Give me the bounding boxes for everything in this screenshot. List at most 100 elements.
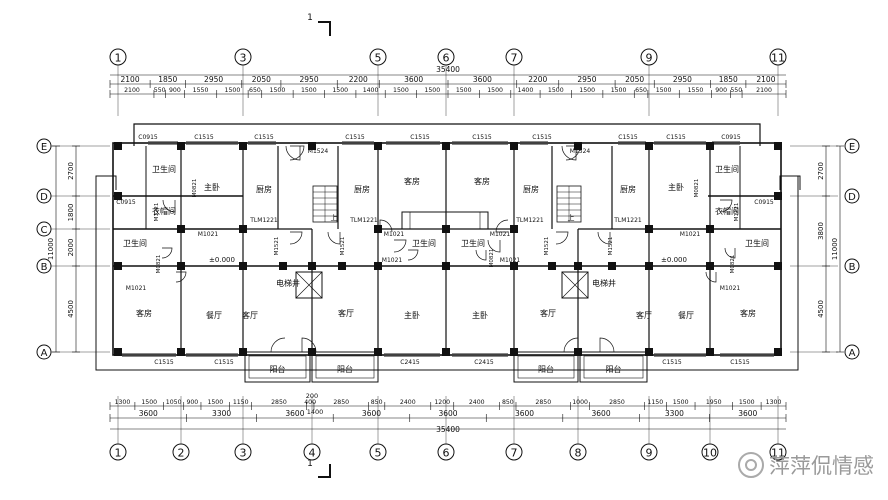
dim-top-row2: 650 (635, 87, 647, 94)
balcony-inner (517, 355, 575, 379)
dim-top-row2: 1400 (363, 87, 379, 94)
structural-column (442, 262, 450, 270)
dim-top-row2: 550 (154, 87, 166, 94)
structural-column (177, 348, 185, 356)
dim-bottom-row1: 1500 (739, 399, 755, 406)
structural-column (774, 142, 782, 150)
opening-code-vertical: M1521 (274, 237, 280, 256)
dim-top-row2: 1550 (688, 87, 704, 94)
opening-code: C1515 (618, 134, 638, 141)
structural-column (177, 225, 185, 233)
opening-code: C1515 (254, 134, 274, 141)
room-label: 客房 (136, 308, 152, 318)
axis-label-bottom: 4 (309, 447, 316, 460)
axis-bubble-top (769, 48, 787, 66)
stair-up-label: 上 (568, 213, 575, 222)
dim-right: 2700 (817, 162, 825, 180)
opening-code: M1524 (570, 148, 591, 155)
room-label: 卫生间 (745, 238, 769, 248)
opening-code: TLM1221 (515, 217, 544, 224)
room-label: 厨房 (256, 184, 272, 194)
opening-code: M1021 (384, 231, 405, 238)
dim-bottom-row1: 900 (186, 399, 198, 406)
opening-code: C1515 (345, 134, 365, 141)
axis-bubble-bottom (569, 443, 587, 461)
axis-bubble-bottom (437, 443, 455, 461)
axis-label-bottom: 6 (443, 447, 450, 460)
structural-column (645, 348, 653, 356)
dim-bottom-row1: 2850 (271, 399, 287, 406)
opening-code: M1021 (500, 257, 521, 264)
dim-bottom-row2: 3300 (665, 409, 684, 418)
structural-column (608, 262, 616, 270)
room-label: 衣帽间 (715, 206, 739, 216)
dim-top-row1: 1850 (719, 75, 738, 84)
bay-right (779, 175, 801, 190)
room-label: 客厅 (338, 308, 354, 318)
structural-column (510, 142, 518, 150)
dim-bottom-row1: 2400 (469, 399, 485, 406)
section-mark-bottom: 1 (307, 459, 313, 469)
structural-column (548, 262, 556, 270)
dim-bottom-mid: 200 (306, 392, 318, 400)
dim-left: 4500 (67, 300, 75, 318)
entrance-frame (401, 211, 489, 229)
opening-code: M1021 (680, 231, 701, 238)
dim-top-row1: 1850 (158, 75, 177, 84)
axis-label-top: 3 (240, 52, 247, 65)
balcony-inner (248, 355, 307, 379)
axis-label-left: E (41, 142, 47, 153)
structural-column (374, 225, 382, 233)
opening-code: C1515 (666, 134, 686, 141)
dim-top-row2: 1500 (225, 87, 241, 94)
structural-column (239, 348, 247, 356)
structural-column (239, 225, 247, 233)
opening-code-vertical: M1521 (544, 237, 550, 256)
dim-top-row2: 1500 (487, 87, 503, 94)
door-swing (301, 337, 317, 353)
dim-bottom-row1: 400 (304, 399, 316, 406)
door-swing (563, 337, 579, 353)
opening-code: C1515 (154, 359, 174, 366)
balcony-inner (315, 355, 375, 379)
dim-right: 3800 (817, 222, 825, 240)
axis-label-left: D (40, 192, 48, 203)
door-swing (379, 219, 393, 233)
dim-left: 2700 (67, 162, 75, 180)
structural-column (774, 348, 782, 356)
elevator-shaft-left (295, 271, 323, 299)
structural-column (279, 262, 287, 270)
opening-code: M1021 (382, 257, 403, 264)
axis-label-left: B (41, 262, 48, 273)
dim-bottom-row1: 1000 (572, 399, 588, 406)
axis-bubble-bottom (505, 443, 523, 461)
opening-code-vertical: M1221 (154, 203, 160, 222)
dim-top-row2: 1500 (424, 87, 440, 94)
structural-column (374, 142, 382, 150)
dim-right-total: 11000 (831, 238, 839, 260)
axis-bubble-left (36, 221, 52, 237)
dim-top-row2: 1500 (656, 87, 672, 94)
room-label: 主卧 (472, 310, 488, 320)
watermark-text: 萍萍侃情感 (769, 454, 874, 478)
structural-column (338, 262, 346, 270)
dim-left-total: 11000 (47, 238, 55, 260)
door-swing (487, 239, 501, 253)
axis-bubble-left (36, 138, 52, 154)
dim-top-row2: 1500 (393, 87, 409, 94)
opening-code: C1515 (662, 359, 682, 366)
axis-bubble-bottom (234, 443, 252, 461)
room-label: 客厅 (540, 308, 556, 318)
section-cut-bottom (318, 464, 331, 478)
axis-label-bottom: 2 (178, 447, 185, 460)
balcony-label: 阳台 (538, 364, 554, 374)
dim-bottom-row2: 3600 (738, 409, 757, 418)
section-mark-top: 1 (307, 13, 313, 23)
axis-label-bottom: 11 (771, 447, 785, 460)
dim-bottom-row1: 1500 (141, 399, 157, 406)
room-label: 厨房 (523, 184, 539, 194)
door-swing (561, 145, 577, 161)
axis-bubble-bottom (640, 443, 658, 461)
door-swing (270, 337, 286, 353)
axis-label-top: 6 (443, 52, 450, 65)
